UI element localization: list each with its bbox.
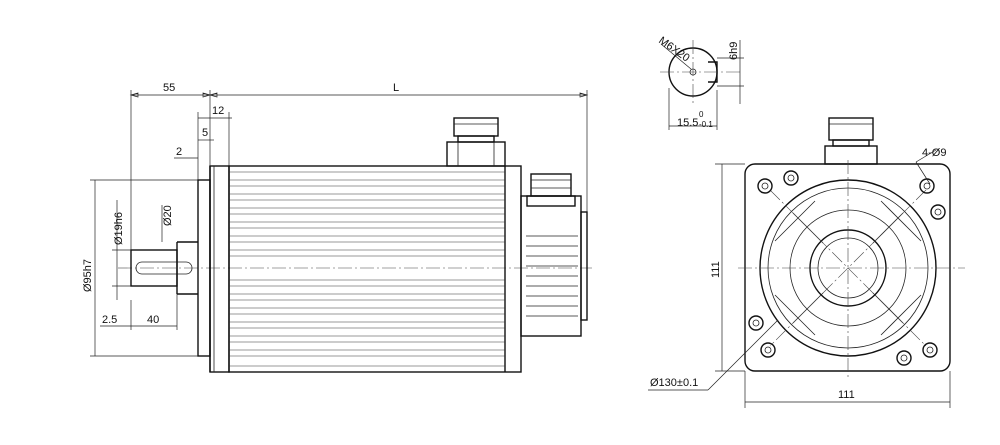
- dim-step: 2: [176, 146, 182, 158]
- mounting-holes: [748, 170, 946, 366]
- width-label: 111: [838, 389, 855, 401]
- key-tol-upper: 0: [699, 110, 704, 119]
- dim-key-length: 40: [147, 314, 159, 326]
- shaft-section-view: [660, 40, 744, 130]
- motor-body: [228, 165, 522, 373]
- encoder-housing: [520, 173, 588, 337]
- power-connector: [446, 117, 506, 167]
- dimension-lines-left: [90, 179, 198, 357]
- dim-spigot-depth: 5: [202, 127, 208, 139]
- side-view: 55 L 12 5 2 Ø95h7 Ø19h6 Ø20 2.5 40: [82, 82, 592, 373]
- front-flange: [197, 165, 230, 373]
- front-view-dimensions: [648, 149, 951, 408]
- dim-spigot-diameter: Ø95h7: [82, 259, 94, 292]
- pcd-label: Ø130±0.1: [650, 377, 698, 389]
- dimension-lines-top: [129, 90, 589, 250]
- holes-label: 4-Ø9: [922, 147, 946, 159]
- key-width-label: 6h9: [728, 42, 740, 60]
- dim-key-offset: 2.5: [102, 314, 117, 326]
- key-depth-label: 15.5: [677, 117, 698, 129]
- dim-flange-thickness: 12: [212, 105, 224, 117]
- shaft: [130, 241, 198, 295]
- height-label: 111: [710, 261, 722, 278]
- dim-body-diameter: Ø20: [162, 205, 174, 226]
- key-tol-lower: -0.1: [699, 120, 713, 129]
- front-view: [738, 117, 965, 380]
- dim-overall-length: L: [393, 82, 399, 94]
- dim-shaft-length: 55: [163, 82, 175, 94]
- dim-shaft-diameter: Ø19h6: [113, 212, 125, 245]
